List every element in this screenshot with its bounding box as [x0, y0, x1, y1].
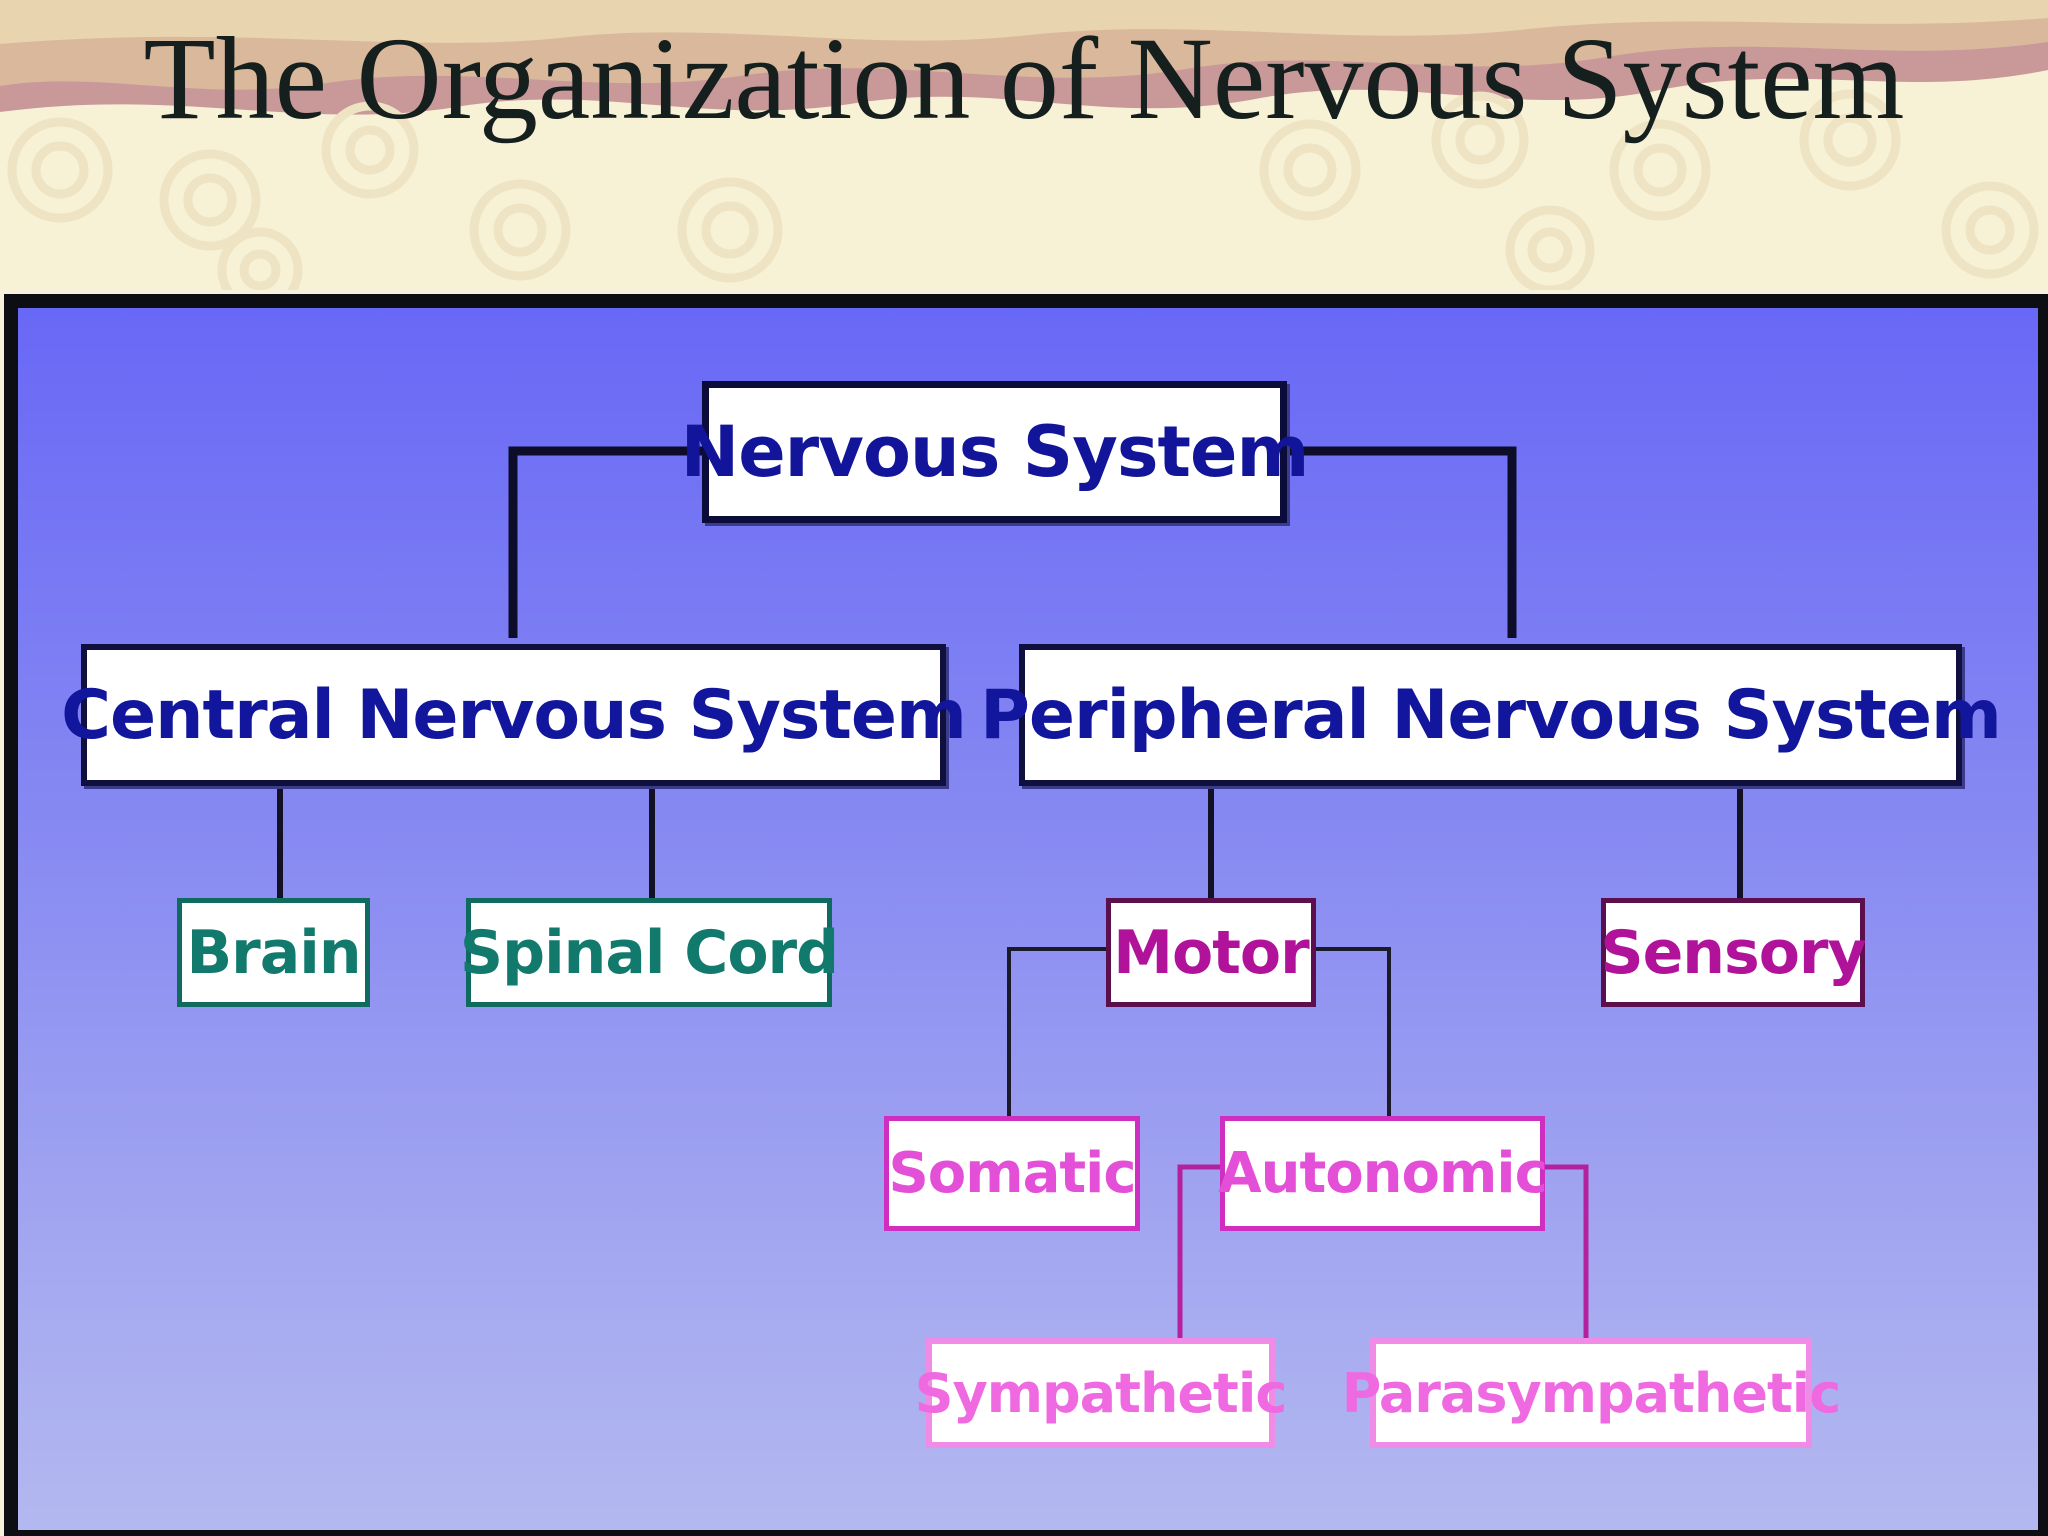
- connector-motor-autonomic: [1316, 947, 1391, 1118]
- slide-title: The Organization of Nervous System: [143, 13, 1905, 144]
- swirl-background: [0, 0, 2048, 290]
- node-nervous-system: Nervous System: [681, 381, 1309, 523]
- diagram-frame: Nervous System Central Nervous System Pe…: [4, 294, 2048, 1536]
- node-central-nervous-system: Central Nervous System: [61, 644, 967, 786]
- connector-autonomic-sympathetic: [1177, 1164, 1223, 1341]
- node-somatic: Somatic: [884, 1116, 1140, 1231]
- title-banner: The Organization of Nervous System: [0, 0, 2048, 290]
- node-parasympathetic: Parasympathetic: [1342, 1338, 1841, 1448]
- node-sensory: Sensory: [1600, 898, 1867, 1007]
- node-peripheral-nervous-system: Peripheral Nervous System: [980, 644, 2002, 786]
- connector-autonomic-parasympathetic: [1545, 1164, 1589, 1341]
- diagram-panel: Nervous System Central Nervous System Pe…: [18, 308, 2038, 1530]
- node-brain: Brain: [177, 898, 370, 1007]
- node-motor: Motor: [1106, 898, 1316, 1007]
- node-spinal-cord: Spinal Cord: [460, 898, 839, 1007]
- connector-motor-somatic: [1007, 947, 1108, 1118]
- node-autonomic: Autonomic: [1218, 1116, 1548, 1231]
- node-sympathetic: Sympathetic: [915, 1338, 1287, 1448]
- connector-lines: [277, 446, 1743, 1341]
- connector-root-cns: [508, 446, 707, 638]
- connector-root-pns: [1283, 446, 1517, 638]
